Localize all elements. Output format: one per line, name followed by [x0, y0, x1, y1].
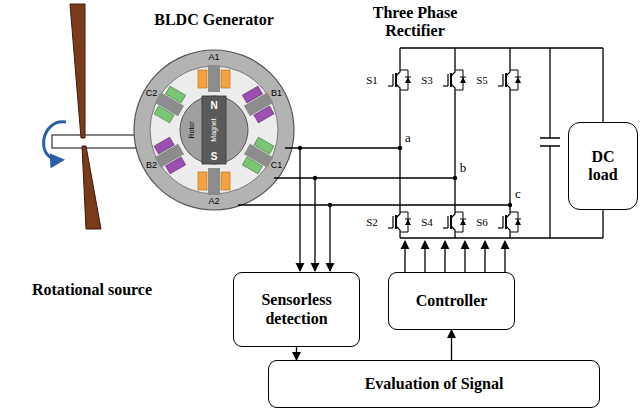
igbt-switch [443, 210, 466, 234]
junction-dot [298, 146, 302, 150]
shaft [52, 135, 147, 148]
load-wire [602, 48, 603, 122]
coil-winding [254, 106, 274, 123]
coil-winding [198, 70, 207, 88]
igbt-switch [388, 210, 411, 234]
phase-coil-label: B1 [271, 89, 282, 99]
box-text: Controller [416, 292, 488, 310]
sense-wire [329, 205, 330, 271]
gate-arrow [404, 241, 405, 272]
propeller-blade [82, 146, 101, 229]
rotor [180, 96, 248, 164]
phase-coil-label: C1 [271, 161, 283, 171]
phase-label: a [405, 131, 411, 145]
permanent-magnet [202, 96, 226, 164]
junction-dot [328, 203, 332, 207]
pole-label: N [210, 100, 217, 111]
generator-label: BLDC Generator [154, 11, 274, 29]
stator-ring [134, 50, 294, 210]
pole-label: S [211, 151, 218, 162]
bridge-leg [454, 48, 455, 238]
sense-wire [314, 178, 315, 271]
coil-winding [198, 172, 207, 190]
box-text: Sensorless detection [240, 291, 353, 328]
coil-winding [154, 106, 174, 123]
junction-dot [313, 176, 317, 180]
phase-label: b [460, 161, 467, 175]
igbt-switch [498, 68, 521, 92]
phase-wires [238, 148, 510, 271]
flow-arrow [296, 347, 297, 360]
junction-dots [298, 146, 512, 207]
phase-coil-label: C2 [146, 89, 158, 99]
switch-label: S3 [421, 74, 433, 86]
sense-wire [299, 148, 300, 271]
flow-arrow [451, 330, 452, 360]
rotor-label: Rotor [188, 121, 196, 138]
coil-winding [154, 137, 174, 154]
detection-box: Sensorless detection [233, 272, 360, 347]
dc-rail [400, 47, 603, 48]
rotation-arrow [44, 122, 66, 160]
igbt-switch [388, 68, 411, 92]
phase-coil-label: B2 [146, 161, 157, 171]
phase-label: c [515, 187, 521, 201]
switch-label: S5 [476, 74, 488, 86]
switch-label: S4 [421, 216, 433, 228]
phase-wire [274, 177, 455, 178]
gate-arrow [444, 241, 445, 272]
coil-winding [254, 137, 274, 154]
bridge-leg [509, 48, 510, 238]
phase-coil-label: A2 [208, 197, 219, 207]
coil-winding [166, 157, 186, 174]
gate-arrow [504, 241, 505, 272]
gate-signals [405, 241, 505, 272]
stator-bore [150, 66, 278, 194]
magnet-label: Magnet [210, 118, 218, 141]
propeller-blade [70, 4, 85, 138]
igbt-switch [498, 210, 521, 234]
box-text: DC load [575, 148, 631, 185]
igbt-switch [443, 68, 466, 92]
coil-winding [221, 70, 230, 88]
dc-rail [400, 237, 603, 238]
gate-arrow [464, 241, 465, 272]
load-box: DC load [568, 122, 638, 210]
coil-winding [166, 86, 186, 103]
coil-winding [221, 172, 230, 190]
gate-arrow [424, 241, 425, 272]
evaluation-box: Evaluation of Signal [268, 360, 600, 408]
stator-tooth [208, 65, 220, 92]
stator-coil [198, 168, 230, 195]
phase-coil-label: A1 [208, 53, 219, 63]
switch-label: S6 [476, 216, 488, 228]
controller-box: Controller [388, 272, 515, 330]
gate-arrow [484, 241, 485, 272]
capacitor-symbol [540, 48, 560, 238]
coil-winding [242, 157, 262, 174]
source-label: Rotational source [32, 281, 152, 299]
bridge-leg [399, 48, 400, 238]
switch-label: S1 [366, 74, 378, 86]
stator-tooth [208, 168, 220, 195]
switch-label: S2 [366, 216, 378, 228]
box-text: Evaluation of Signal [365, 375, 504, 393]
phase-wire [285, 147, 400, 148]
phase-wire [238, 204, 510, 205]
load-wire [602, 210, 603, 238]
coil-winding [242, 86, 262, 103]
rectifier-label: Three Phase Rectifier [358, 4, 473, 39]
stator-coil [198, 65, 230, 92]
